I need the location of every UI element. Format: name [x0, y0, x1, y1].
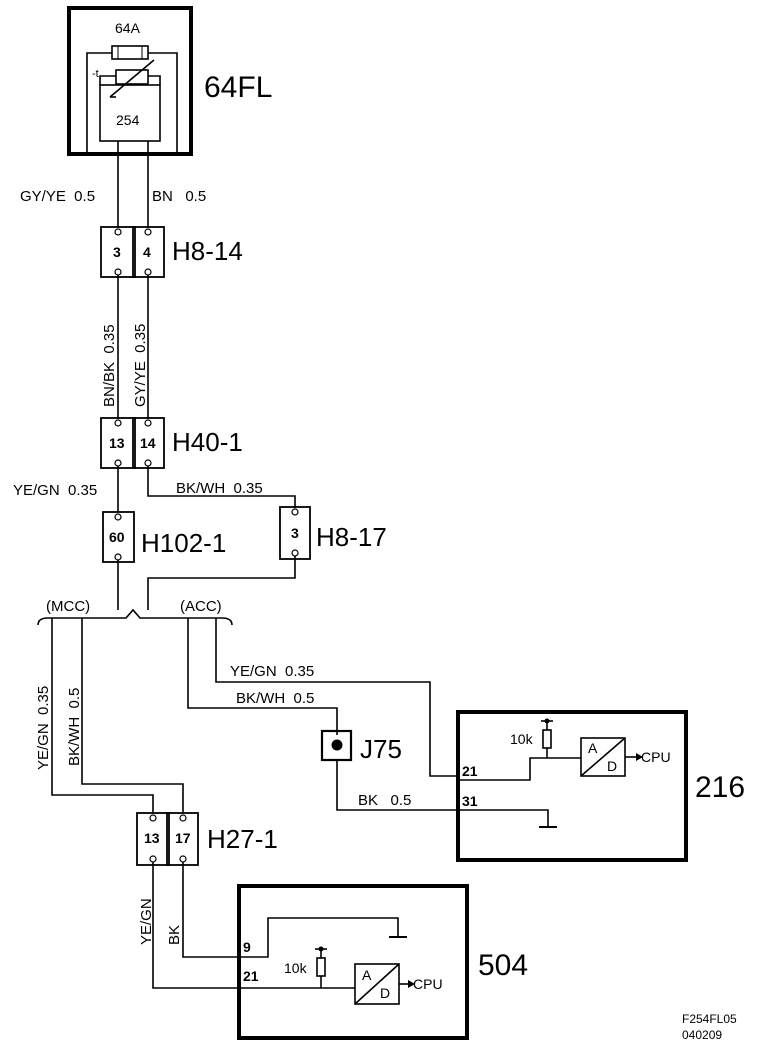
wire-label-ye-gn-504: YE/GN: [138, 898, 155, 945]
wire-label-ye-gn-035-acc: YE/GN 0.35: [230, 663, 314, 680]
h8-17-pin-3: 3: [291, 525, 299, 541]
h27-1-pin-13: 13: [144, 830, 160, 846]
wire-label-bk-wh-035: BK/WH 0.35: [176, 480, 263, 497]
wire-label-bn-bk-035: BN/BK 0.35: [101, 324, 118, 407]
wire-label-bk-wh-05-mcc: BK/WH 0.5: [66, 688, 83, 766]
wire-label-bk-wh-05-acc: BK/WH 0.5: [236, 690, 314, 707]
fuse-symbol: [111, 45, 149, 60]
wire-label-gy-ye-05: GY/YE 0.5: [20, 188, 95, 205]
connector-h8-17: 3 H8-17: [279, 506, 387, 560]
connector-h8-14: 3 4 H8-14: [100, 226, 243, 278]
svg-text:-t: -t: [92, 68, 99, 80]
connector-h102-1: 60 H102-1: [102, 511, 226, 563]
option-acc-label: (ACC): [180, 598, 222, 615]
module-504-adc-d: D: [380, 985, 390, 1001]
module-216-resistor: [542, 729, 552, 749]
module-216-pin-31: 31: [462, 793, 478, 809]
wire-label-bk-504: BK: [166, 925, 183, 945]
h8-14-pin-4: 4: [143, 244, 151, 260]
module-216-resistor-label: 10k: [510, 731, 534, 747]
module-504-resistor-label: 10k: [284, 960, 308, 976]
wire-label-ye-gn-035: YE/GN 0.35: [13, 482, 97, 499]
module-504-cpu: CPU: [413, 976, 443, 992]
h40-1-label: H40-1: [172, 427, 243, 457]
connector-h40-1: 13 14 H40-1: [100, 417, 243, 469]
h102-1-label: H102-1: [141, 528, 226, 558]
fuse-box-label: 64FL: [204, 71, 272, 104]
module-504-label: 504: [478, 949, 528, 982]
option-brace: [37, 608, 233, 626]
module-216-cpu: CPU: [641, 749, 671, 765]
h8-17-label: H8-17: [316, 522, 387, 552]
relay-box: [99, 84, 161, 142]
wire-label-bk-05-j75: BK 0.5: [358, 792, 411, 809]
module-216-adc-d: D: [607, 758, 617, 774]
relay-label: 254: [116, 112, 140, 128]
ground-point-j75: J75: [320, 729, 402, 764]
figure-code: F254FL05: [682, 1012, 737, 1026]
module-504-adc-a: A: [362, 967, 372, 983]
h27-1-label: H27-1: [207, 824, 278, 854]
thermistor-symbol: [115, 69, 149, 85]
module-216: 21 31 10k A D CPU 216: [456, 710, 745, 862]
h102-1-pin-60: 60: [109, 529, 125, 545]
module-216-pin-21: 21: [462, 763, 478, 779]
wire-label-bn-05: BN 0.5: [152, 188, 206, 205]
module-504-resistor: [316, 957, 326, 977]
fuse-box-64fl: 64A -t 254 64FL: [67, 6, 272, 156]
h27-1-pin-17: 17: [175, 830, 191, 846]
h8-14-label: H8-14: [172, 236, 243, 266]
module-216-label: 216: [695, 771, 745, 804]
module-216-adc-a: A: [588, 740, 598, 756]
connector-h27-1: 13 17 H27-1: [136, 812, 278, 866]
fuse-label: 64A: [115, 20, 141, 36]
wire-label-gy-ye-035: GY/YE 0.35: [132, 324, 149, 407]
j75-label: J75: [360, 734, 402, 764]
module-504-pin-9: 9: [243, 939, 251, 955]
h40-1-pin-14: 14: [140, 435, 156, 451]
module-504: 9 21 10k A D CPU 504: [237, 884, 528, 1040]
h8-14-pin-3: 3: [113, 244, 121, 260]
module-504-pin-21: 21: [243, 968, 259, 984]
option-mcc-label: (MCC): [46, 598, 90, 615]
figure-date: 040209: [682, 1028, 722, 1042]
h40-1-pin-13: 13: [109, 435, 125, 451]
wire-label-ye-gn-035-mcc: YE/GN 0.35: [35, 686, 52, 770]
